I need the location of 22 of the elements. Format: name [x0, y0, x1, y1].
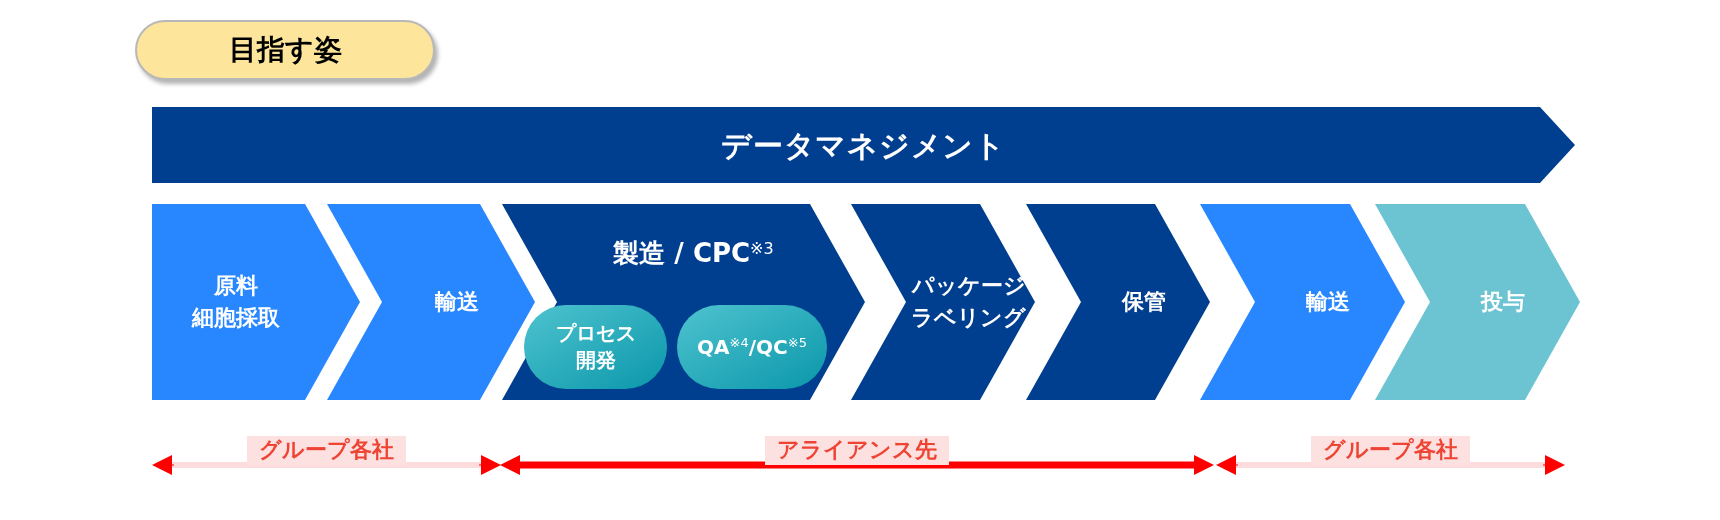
- banner-label: データマネジメント: [721, 126, 1006, 165]
- process-step: [1200, 204, 1405, 400]
- step-label: 輸送: [434, 288, 479, 317]
- process-step: [1026, 204, 1210, 400]
- process-step: [1375, 204, 1580, 400]
- step-label: QA$^{※4}$/QC$^{※5}$: [697, 333, 807, 361]
- step-label: 原料細胞採取: [192, 272, 280, 332]
- process-step: [851, 204, 1035, 400]
- process-step: [327, 204, 535, 400]
- step-label: プロセス開発: [555, 320, 636, 374]
- step-label: 保管: [1121, 288, 1166, 317]
- banner-band: [152, 107, 1575, 183]
- span-label: アライアンス先: [765, 436, 949, 465]
- step-label: パッケージラベリング: [911, 272, 1026, 332]
- title-badge: 目指す姿: [135, 20, 435, 80]
- span-label: グループ各社: [247, 436, 406, 465]
- step-label: 製造 / CPC$^{※3}$: [613, 237, 774, 270]
- process-step: [152, 204, 360, 400]
- process-step: [502, 204, 865, 400]
- span-label: グループ各社: [1311, 436, 1470, 465]
- step-label: 投与: [1481, 288, 1525, 317]
- step-label: 輸送: [1306, 288, 1350, 317]
